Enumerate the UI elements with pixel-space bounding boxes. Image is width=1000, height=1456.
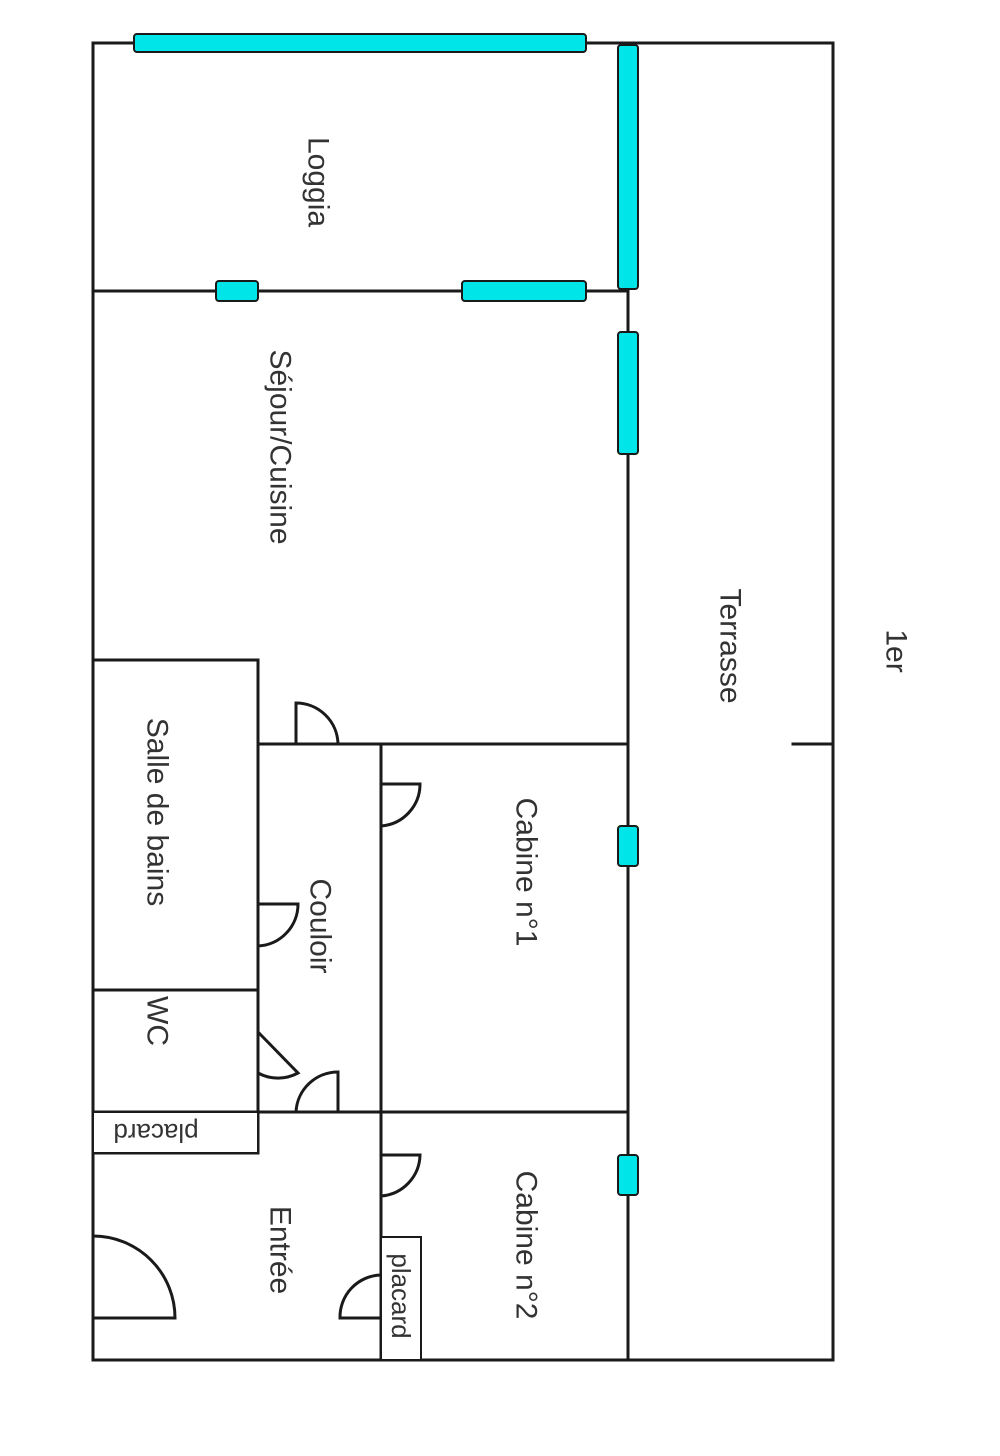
door-wc (256, 1030, 301, 1080)
label-cabine2: Cabine n°2 (510, 1171, 543, 1320)
room-labels: Loggia Séjour/Cuisine Terrasse 1er Salle… (113, 137, 912, 1339)
door-placard2 (338, 1273, 382, 1320)
placard1-box (92, 1111, 259, 1154)
label-placard1: placard (113, 1118, 198, 1148)
label-loggia: Loggia (302, 137, 335, 227)
window-sejour (617, 331, 639, 455)
label-floor: 1er (880, 629, 913, 672)
label-couloir: Couloir (304, 878, 337, 973)
label-sejour: Séjour/Cuisine (264, 349, 297, 544)
door-cabine2 (380, 1153, 422, 1198)
window-loggia-side (617, 44, 639, 290)
label-entree: Entrée (264, 1206, 297, 1294)
window-cabine2 (617, 1154, 639, 1196)
door-sejour-couloir (294, 701, 340, 745)
label-wc: WC (141, 996, 174, 1046)
window-loggia-small (215, 280, 259, 302)
window-loggia-wide (461, 280, 587, 302)
label-terrasse: Terrasse (714, 588, 747, 703)
placard2-box (380, 1236, 422, 1361)
door-cabine1 (380, 782, 422, 828)
window-loggia-top (133, 33, 587, 53)
label-placard2: placard (386, 1253, 416, 1338)
door-salle-de-bains (257, 902, 300, 948)
windows (133, 33, 639, 1196)
label-salle-de-bains: Salle de bains (141, 718, 174, 906)
doors (92, 701, 422, 1320)
label-cabine1: Cabine n°1 (510, 798, 543, 947)
door-entrance (92, 1234, 177, 1320)
window-cabine1 (617, 825, 639, 867)
door-couloir-entree (294, 1070, 340, 1113)
